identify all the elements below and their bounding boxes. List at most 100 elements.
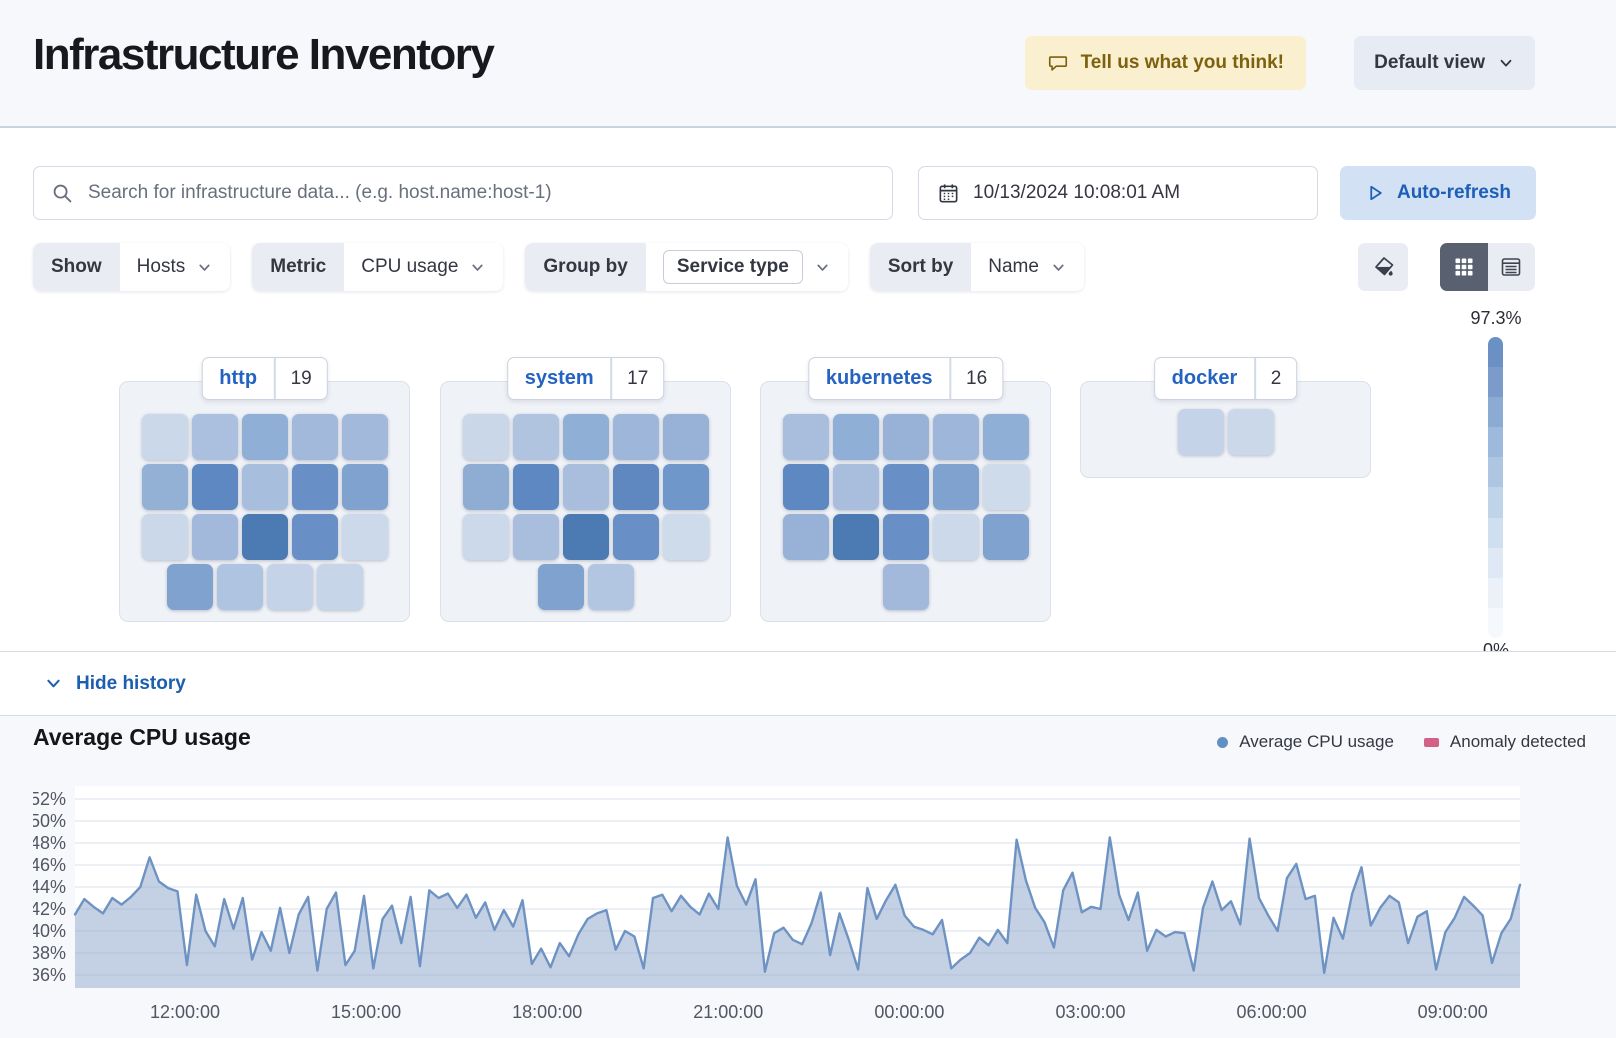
host-tile[interactable] xyxy=(832,464,879,510)
host-tile[interactable] xyxy=(241,414,288,460)
host-tile[interactable] xyxy=(612,514,659,560)
hide-history-label: Hide history xyxy=(76,672,186,694)
host-tile[interactable] xyxy=(982,514,1029,560)
host-tile[interactable] xyxy=(537,564,584,610)
filter-group-by-value[interactable]: Service type xyxy=(645,243,848,291)
host-tile[interactable] xyxy=(341,514,388,560)
date-time-value: 10/13/2024 10:08:01 AM xyxy=(973,182,1181,203)
host-tile[interactable] xyxy=(782,464,829,510)
host-tile[interactable] xyxy=(932,514,979,560)
auto-refresh-button[interactable]: Auto-refresh xyxy=(1340,166,1536,220)
tile-row xyxy=(462,514,709,560)
host-tile[interactable] xyxy=(316,564,363,610)
scale-segment xyxy=(1488,337,1503,368)
host-tile[interactable] xyxy=(587,564,634,610)
filter-show-label: Show xyxy=(33,243,120,291)
host-tile[interactable] xyxy=(562,514,609,560)
host-tile[interactable] xyxy=(982,414,1029,460)
host-tile[interactable] xyxy=(291,414,338,460)
x-axis-label: 00:00:00 xyxy=(874,1002,944,1022)
x-axis-label: 12:00:00 xyxy=(150,1002,220,1022)
group-name[interactable]: docker xyxy=(1171,367,1238,389)
host-tile[interactable] xyxy=(512,414,559,460)
group-name[interactable]: kubernetes xyxy=(825,367,933,389)
host-tile[interactable] xyxy=(512,514,559,560)
filter-group-by[interactable]: Group by Service type xyxy=(525,243,848,291)
filter-metric-value[interactable]: CPU usage xyxy=(344,243,504,291)
host-tile[interactable] xyxy=(1227,409,1274,455)
host-tile[interactable] xyxy=(341,414,388,460)
host-tile[interactable] xyxy=(291,514,338,560)
date-time-picker[interactable]: 10/13/2024 10:08:01 AM xyxy=(918,166,1318,220)
y-axis-label: 40% xyxy=(33,921,66,941)
host-tile[interactable] xyxy=(512,464,559,510)
host-tile[interactable] xyxy=(782,514,829,560)
chevron-down-icon xyxy=(1050,259,1067,276)
host-tile[interactable] xyxy=(982,464,1029,510)
scale-segment xyxy=(1488,427,1503,458)
host-tile[interactable] xyxy=(832,514,879,560)
filter-group-by-label: Group by xyxy=(525,243,646,291)
host-tile[interactable] xyxy=(191,414,238,460)
host-tile[interactable] xyxy=(166,564,213,610)
color-palette-button[interactable] xyxy=(1358,243,1408,291)
host-tile[interactable] xyxy=(291,464,338,510)
host-tile[interactable] xyxy=(191,514,238,560)
host-tile[interactable] xyxy=(832,414,879,460)
tile-row xyxy=(462,464,709,510)
host-tile[interactable] xyxy=(141,464,188,510)
group-name[interactable]: system xyxy=(524,367,594,389)
host-tile[interactable] xyxy=(1177,409,1224,455)
host-tile[interactable] xyxy=(341,464,388,510)
host-tile[interactable] xyxy=(141,514,188,560)
host-tile[interactable] xyxy=(141,414,188,460)
host-tile[interactable] xyxy=(882,464,929,510)
group-label-divider xyxy=(1254,358,1256,399)
host-tile[interactable] xyxy=(662,414,709,460)
host-tile[interactable] xyxy=(882,564,929,610)
host-tile[interactable] xyxy=(562,464,609,510)
feedback-button[interactable]: Tell us what you think! xyxy=(1024,36,1306,90)
host-tile[interactable] xyxy=(191,464,238,510)
host-tile[interactable] xyxy=(462,514,509,560)
filter-group-by-selected: Service type xyxy=(662,250,803,284)
host-tile[interactable] xyxy=(932,464,979,510)
filter-show-value[interactable]: Hosts xyxy=(119,243,231,291)
y-axis-label: 50% xyxy=(33,811,66,831)
host-tile[interactable] xyxy=(662,514,709,560)
host-tile[interactable] xyxy=(662,464,709,510)
filter-sort-by-value[interactable]: Name xyxy=(971,243,1084,291)
host-tile[interactable] xyxy=(932,414,979,460)
group-tiles xyxy=(761,382,1050,610)
group-name[interactable]: http xyxy=(219,367,258,389)
host-tile[interactable] xyxy=(266,564,313,610)
host-tile[interactable] xyxy=(462,414,509,460)
host-tile[interactable] xyxy=(241,464,288,510)
host-tile[interactable] xyxy=(612,414,659,460)
host-tile[interactable] xyxy=(562,414,609,460)
host-tile[interactable] xyxy=(782,414,829,460)
legend-item-anomaly-detected[interactable]: Anomaly detected xyxy=(1423,732,1586,752)
host-tile[interactable] xyxy=(241,514,288,560)
host-tile[interactable] xyxy=(216,564,263,610)
grid-view-button[interactable] xyxy=(1440,243,1488,291)
search-input[interactable] xyxy=(33,166,893,220)
host-tile[interactable] xyxy=(882,414,929,460)
host-tile[interactable] xyxy=(612,464,659,510)
scale-segment xyxy=(1488,577,1503,608)
table-view-button[interactable] xyxy=(1487,243,1535,291)
x-axis-label: 09:00:00 xyxy=(1418,1002,1488,1022)
view-selector-button[interactable]: Default view xyxy=(1354,36,1535,90)
tile-row xyxy=(1177,409,1274,455)
host-tile[interactable] xyxy=(882,514,929,560)
host-tile[interactable] xyxy=(462,464,509,510)
hide-history-link[interactable]: Hide history xyxy=(44,673,186,695)
legend-item-average-cpu-usage[interactable]: Average CPU usage xyxy=(1217,732,1394,752)
